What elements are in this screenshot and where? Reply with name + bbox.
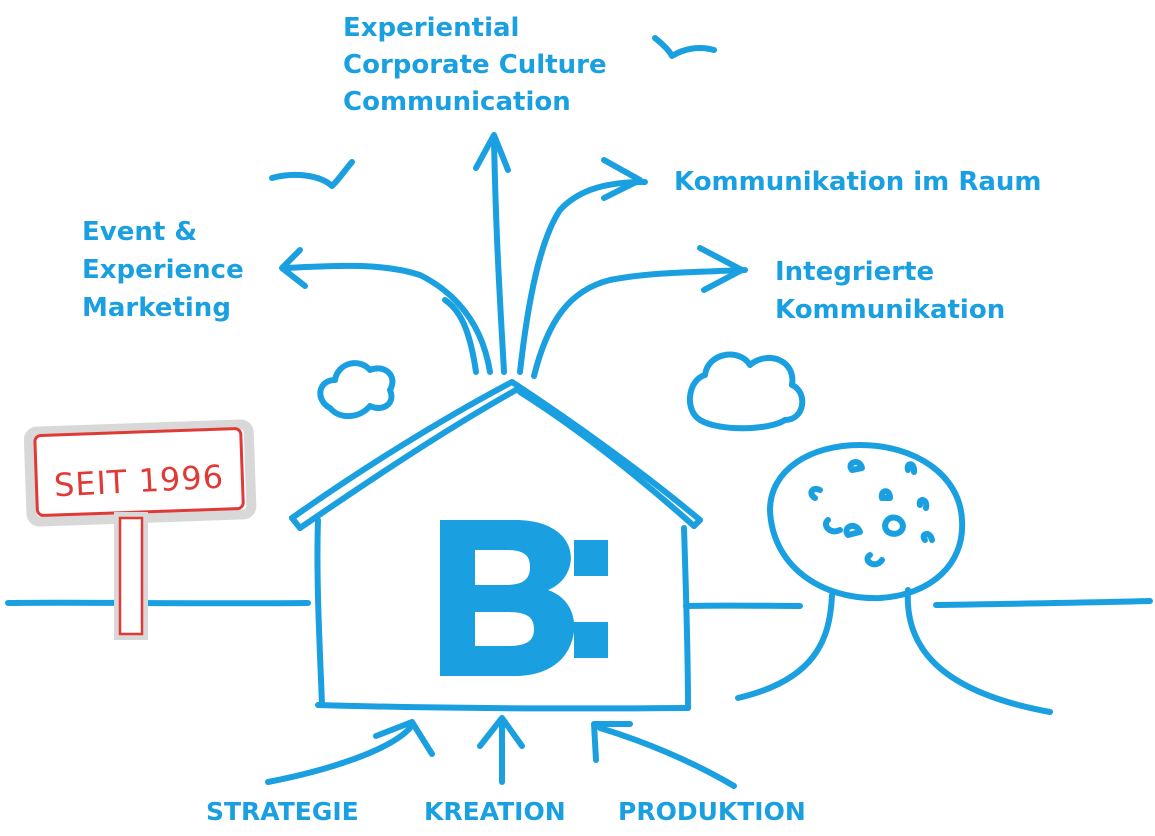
house-icon xyxy=(289,379,703,712)
cloud-icon xyxy=(317,360,396,419)
logo-mark xyxy=(440,520,608,676)
ground-line xyxy=(5,599,311,607)
arrow-icon xyxy=(279,132,748,379)
label-line: Communication xyxy=(343,87,571,117)
output-label-raum: Kommunikation im Raum xyxy=(674,165,1042,199)
label-line: Event & xyxy=(82,217,198,247)
input-label-kreation: KREATION xyxy=(424,797,566,826)
label-line: Kommunikation im Raum xyxy=(674,167,1042,197)
cloud-icon xyxy=(686,351,806,432)
label-line: Corporate Culture xyxy=(343,50,607,80)
output-label-culture: Experiential Corporate Culture Communica… xyxy=(343,10,607,121)
output-label-integriert: Integrierte Kommunikation xyxy=(775,253,1005,329)
bird-icon xyxy=(269,159,355,189)
tree-icon xyxy=(735,442,1053,715)
ground-line xyxy=(933,598,1153,608)
bird-icon xyxy=(652,35,717,59)
label-line: Integrierte xyxy=(775,257,935,287)
input-label-produktion: PRODUKTION xyxy=(618,797,806,826)
signpost-icon xyxy=(23,419,257,640)
input-label-strategie: STRATEGIE xyxy=(206,797,359,826)
output-label-event: Event & Experience Marketing xyxy=(82,213,244,327)
label-line: Experience xyxy=(82,255,244,285)
label-line: Kommunikation xyxy=(775,295,1006,325)
label-line: Experiential xyxy=(343,13,520,43)
label-line: Marketing xyxy=(82,293,231,323)
arrow-icon xyxy=(265,715,737,789)
